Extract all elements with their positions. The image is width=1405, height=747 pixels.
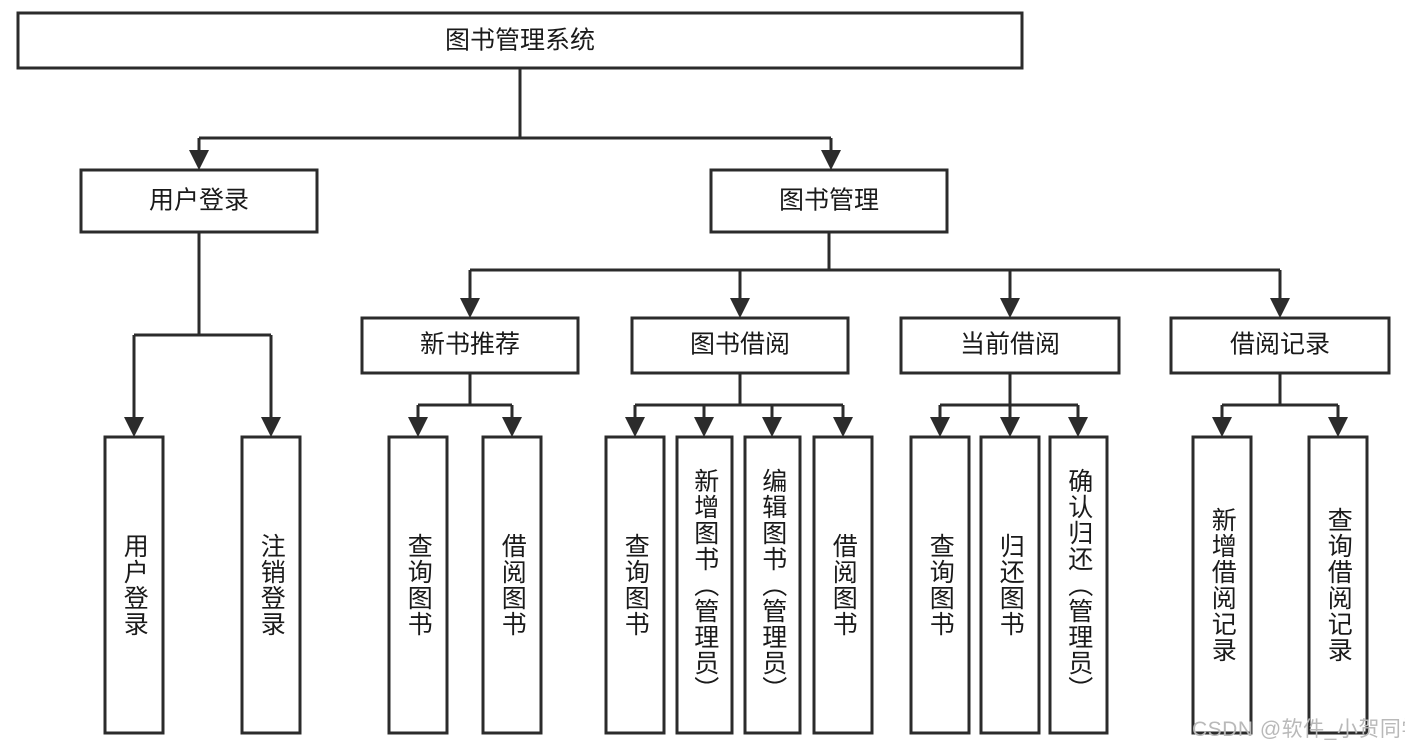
leaf-box-borrow-book-2[interactable] — [812, 435, 874, 735]
leaf-box-query-record[interactable] — [1307, 435, 1369, 735]
node-borrow-record[interactable]: 借阅记录 — [1169, 316, 1391, 375]
node-root-box[interactable] — [16, 11, 1024, 70]
node-book-borrow[interactable]: 图书借阅 — [630, 316, 850, 375]
arrow-to-borrow-record — [1270, 298, 1290, 318]
leaf-box-borrow-book-1[interactable] — [481, 435, 543, 735]
arrow-to-leaf-borrow-book-1 — [502, 417, 522, 437]
arrow-to-user-login — [189, 150, 209, 170]
arrow-to-leaf-query-book-3 — [930, 417, 950, 437]
leaf-box-logout[interactable] — [240, 435, 302, 735]
edge-group-borrowrecord-to-leaves — [1212, 373, 1348, 437]
csdn-watermark: CSDN @软件_小贺同学 — [1192, 718, 1405, 741]
leaf-boxes — [103, 435, 1369, 735]
arrow-to-leaf-query-book-1 — [408, 417, 428, 437]
leaf-box-return-book[interactable] — [979, 435, 1041, 735]
leaf-box-edit-book[interactable] — [743, 435, 802, 735]
node-borrow-record-label: 借阅记录 — [1230, 331, 1330, 359]
leaf-box-add-record[interactable] — [1191, 435, 1253, 735]
arrow-to-leaf-query-book-2 — [625, 417, 645, 437]
edge-group-currentborrow-to-leaves — [930, 373, 1088, 437]
node-new-book-recommend[interactable]: 新书推荐 — [360, 316, 580, 375]
arrow-to-leaf-user-login — [124, 417, 144, 437]
leaf-box-query-book-1[interactable] — [387, 435, 449, 735]
arrow-to-leaf-return-book — [1000, 417, 1020, 437]
arrow-to-leaf-borrow-book-2 — [833, 417, 853, 437]
node-user-login-box[interactable] — [79, 168, 319, 234]
node-book-manage-label: 图书管理 — [779, 187, 879, 215]
node-book-manage-box[interactable] — [709, 168, 949, 234]
node-book-borrow-box[interactable] — [630, 316, 850, 375]
node-new-book-recommend-label: 新书推荐 — [420, 331, 520, 359]
arrow-to-book-borrow — [730, 298, 750, 318]
node-current-borrow[interactable]: 当前借阅 — [899, 316, 1121, 375]
node-root[interactable]: 图书管理系统 — [16, 11, 1024, 70]
node-user-login[interactable]: 用户登录 — [79, 168, 319, 234]
node-current-borrow-label: 当前借阅 — [960, 331, 1060, 359]
arrow-to-book-manage — [821, 150, 841, 170]
arrow-to-leaf-logout — [261, 417, 281, 437]
leaf-box-add-book[interactable] — [675, 435, 734, 735]
arrow-to-leaf-edit-book — [762, 417, 782, 437]
edge-group-newbook-to-leaves — [408, 373, 522, 437]
edge-group-userlogin-to-leaves — [124, 232, 281, 437]
arrow-to-current-borrow — [1000, 298, 1020, 318]
arrow-to-leaf-add-book — [694, 417, 714, 437]
node-current-borrow-box[interactable] — [899, 316, 1121, 375]
node-new-book-recommend-box[interactable] — [360, 316, 580, 375]
node-root-label: 图书管理系统 — [445, 27, 595, 55]
leaf-box-confirm-return[interactable] — [1048, 435, 1109, 735]
leaf-box-user-login[interactable] — [103, 435, 165, 735]
arrow-to-leaf-confirm-return — [1068, 417, 1088, 437]
node-book-borrow-label: 图书借阅 — [690, 331, 790, 359]
arrow-to-leaf-query-record — [1328, 417, 1348, 437]
edge-group-bookborrow-to-leaves — [625, 373, 853, 437]
node-borrow-record-box[interactable] — [1169, 316, 1391, 375]
leaf-box-query-book-3[interactable] — [909, 435, 971, 735]
node-book-manage[interactable]: 图书管理 — [709, 168, 949, 234]
arrow-to-leaf-add-record — [1212, 417, 1232, 437]
arrow-to-new-book — [460, 298, 480, 318]
edge-group-root-to-level2 — [189, 68, 841, 170]
node-user-login-label: 用户登录 — [149, 187, 249, 215]
leaf-box-query-book-2[interactable] — [604, 435, 666, 735]
edge-group-bookmanage-to-level3 — [460, 232, 1290, 318]
